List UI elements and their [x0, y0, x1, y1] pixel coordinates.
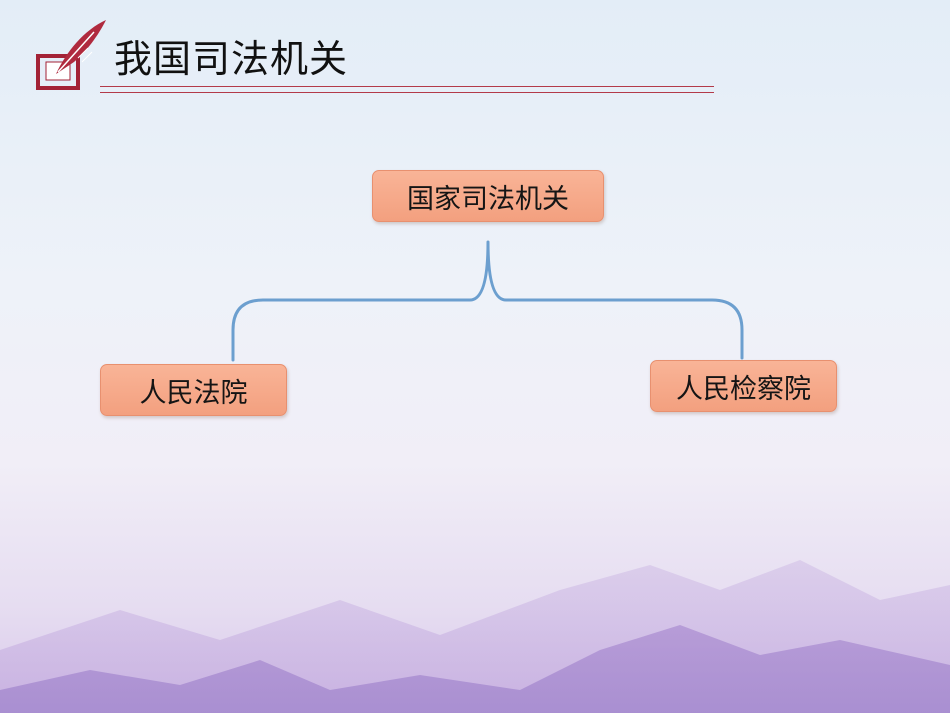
node-child-court: 人民法院 — [100, 364, 287, 416]
title-divider — [100, 86, 714, 93]
page-title: 我国司法机关 — [114, 37, 349, 81]
node-child-procuratorate: 人民检察院 — [650, 360, 837, 412]
near-mountains — [0, 625, 950, 713]
quill-document-icon — [36, 20, 106, 90]
node-root: 国家司法机关 — [372, 170, 604, 222]
